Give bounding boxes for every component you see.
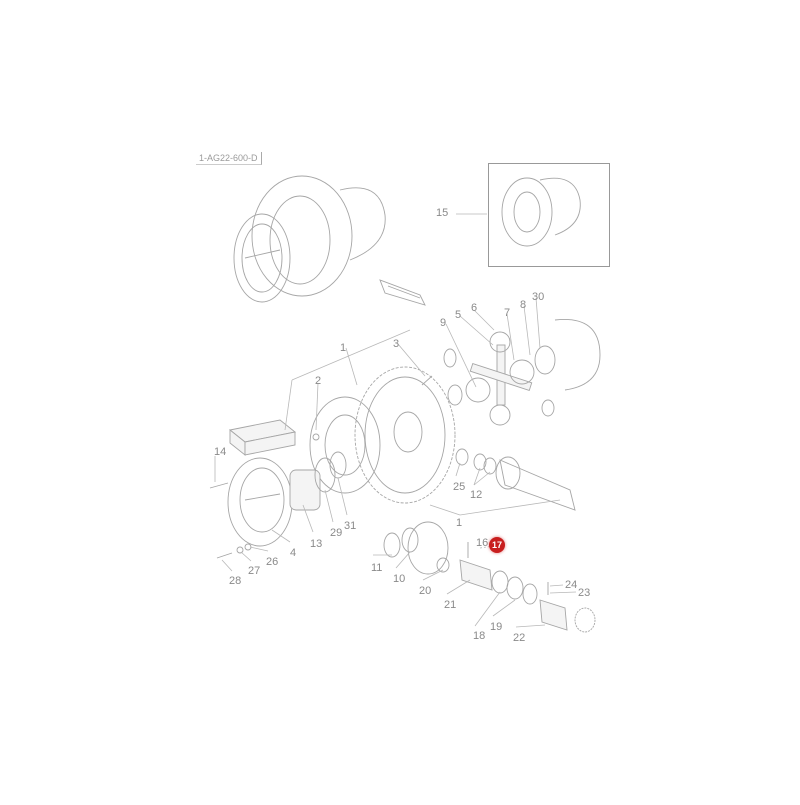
callout-14[interactable]: 14 [214, 446, 227, 458]
inset-frame [488, 163, 610, 267]
callout-10[interactable]: 10 [393, 573, 406, 585]
callout-9[interactable]: 9 [440, 317, 447, 329]
kit-box-drawing [228, 419, 297, 456]
callout-22[interactable]: 22 [513, 632, 526, 644]
callout-5[interactable]: 5 [455, 309, 462, 321]
side-flange-drawing [227, 457, 293, 547]
callout-8[interactable]: 8 [520, 299, 527, 311]
callout-23[interactable]: 23 [578, 587, 591, 599]
callout-25[interactable]: 25 [453, 481, 466, 493]
callout-31[interactable]: 31 [344, 520, 357, 532]
callout-29[interactable]: 29 [330, 527, 343, 539]
callout-26[interactable]: 26 [266, 556, 279, 568]
callout-30[interactable]: 30 [532, 291, 545, 303]
fasteners-drawing [209, 375, 433, 559]
lower-shaft-drawing [383, 521, 596, 633]
differential-case-drawing [309, 396, 381, 494]
callout-2[interactable]: 2 [315, 375, 322, 387]
highlighted-callout-17[interactable]: 17 [489, 537, 505, 553]
callout-11[interactable]: 11 [371, 562, 383, 574]
callout-6[interactable]: 6 [471, 302, 478, 314]
callout-12[interactable]: 12 [470, 489, 483, 501]
reference-code-label: 1-AG22-600-D [196, 152, 262, 165]
callout-4[interactable]: 4 [290, 547, 297, 559]
callout-15[interactable]: 15 [436, 207, 449, 219]
callout-3[interactable]: 3 [393, 338, 400, 350]
callout-1-secondary[interactable]: 1 [456, 517, 463, 529]
callout-7[interactable]: 7 [504, 307, 511, 319]
callout-24[interactable]: 24 [565, 579, 578, 591]
callout-27[interactable]: 27 [248, 565, 261, 577]
bearing-stack-drawing [289, 451, 347, 511]
callout-16[interactable]: 16 [476, 537, 489, 549]
callout-1[interactable]: 1 [340, 342, 347, 354]
assembled-differential-drawing [233, 175, 426, 306]
callout-21[interactable]: 21 [444, 599, 457, 611]
spider-gears-drawing [443, 318, 601, 426]
callout-28[interactable]: 28 [229, 575, 242, 587]
callout-18[interactable]: 18 [473, 630, 486, 642]
inset-housing-drawing [456, 177, 581, 247]
callout-19[interactable]: 19 [490, 621, 503, 633]
pinion-shaft-drawing [455, 448, 576, 511]
callout-20[interactable]: 20 [419, 585, 432, 597]
ring-gear-drawing [354, 366, 456, 504]
callout-13[interactable]: 13 [310, 538, 323, 550]
